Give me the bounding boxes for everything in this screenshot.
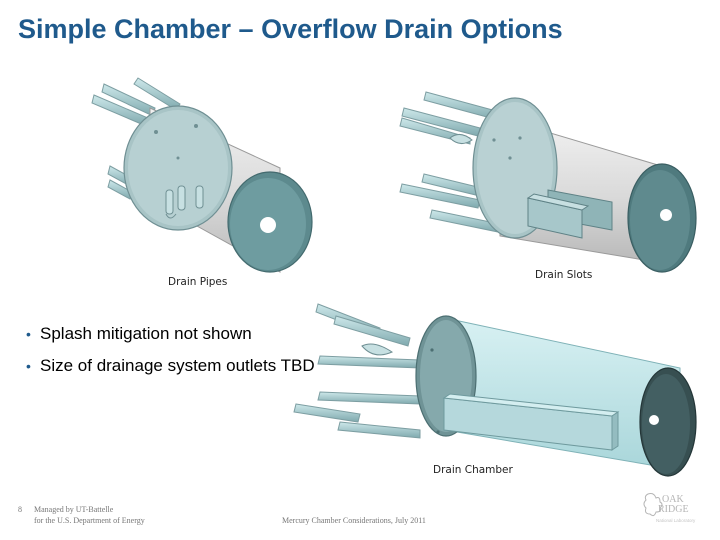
drain-chamber-caption: Drain Chamber	[433, 464, 513, 476]
drain-slots-chamber	[399, 91, 697, 273]
bullet-list: • Splash mitigation not shown • Size of …	[26, 324, 356, 388]
drain-slots-caption: Drain Slots	[535, 269, 593, 281]
bullet-item: • Size of drainage system outlets TBD	[26, 356, 356, 376]
logo-text-1: OAK	[662, 494, 684, 505]
bullet-text: Size of drainage system outlets TBD	[40, 356, 315, 375]
page-number: 8	[18, 505, 22, 514]
managed-by-line2: for the U.S. Department of Energy	[34, 516, 145, 525]
logo-text-2: RIDGE	[658, 504, 689, 515]
footer-center-text: Mercury Chamber Considerations, July 201…	[282, 516, 426, 525]
drain-chamber-chamber	[293, 303, 697, 477]
slide-title: Simple Chamber – Overflow Drain Options	[18, 14, 563, 44]
drain-pipes-chamber	[91, 77, 313, 273]
bullet-text: Splash mitigation not shown	[40, 324, 252, 343]
logo-text-3: National Laboratory	[656, 518, 696, 523]
bullet-dot-icon: •	[26, 358, 31, 374]
oak-leaf-icon: OAK RIDGE National Laboratory	[643, 493, 696, 523]
bullet-item: • Splash mitigation not shown	[26, 324, 356, 344]
managed-by: Managed by UT-Battelle for the U.S. Depa…	[34, 504, 194, 526]
drain-pipes-caption: Drain Pipes	[168, 276, 228, 288]
bullet-dot-icon: •	[26, 326, 31, 342]
managed-by-line1: Managed by UT-Battelle	[34, 505, 114, 514]
oak-ridge-logo: OAK RIDGE National Laboratory	[640, 490, 704, 526]
